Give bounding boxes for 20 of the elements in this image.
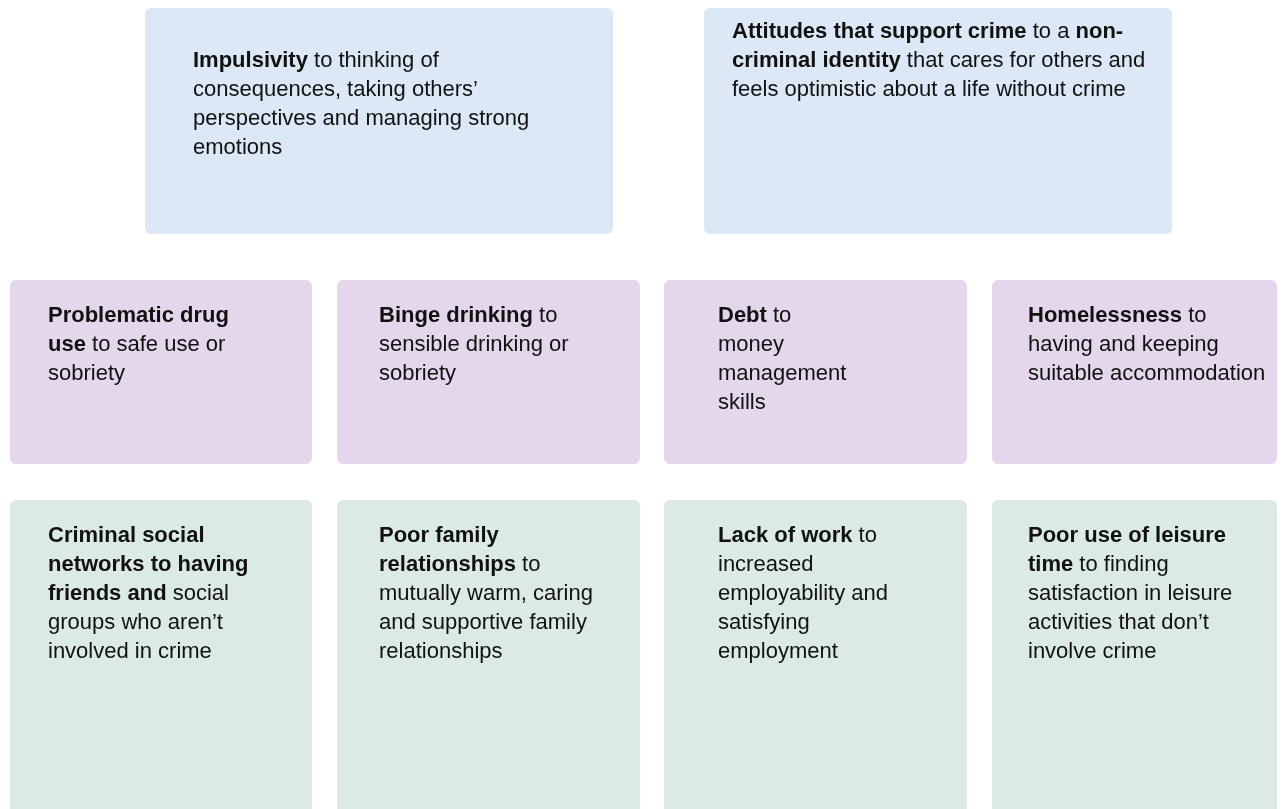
info-card	[664, 280, 967, 464]
info-card	[10, 280, 312, 464]
info-card	[10, 500, 312, 809]
card-text: Problematic drug use to safe use or sobriety	[48, 301, 230, 387]
info-card	[992, 280, 1277, 464]
card-text: Binge drinking to sensible drinking or sobriety	[379, 301, 570, 387]
info-card	[664, 500, 967, 809]
card-text: Lack of work to increased employability and satisfying employment	[718, 521, 889, 665]
card-text: Impulsivity to thinking of consequences, taking others’ perspectives and managing strong emotions	[193, 46, 531, 161]
card-text: Debt to money management skills	[718, 301, 848, 416]
card-text: Homelessness to having and keeping suitable accommodation	[1028, 301, 1267, 387]
card-text: Poor use of leisure time to finding satisfaction in leisure activities that don’t involve crime	[1028, 521, 1234, 665]
info-card	[704, 8, 1172, 234]
info-card	[992, 500, 1277, 809]
card-text: Attitudes that support crime to a non-criminal identity that cares for others and feels optimistic about a life without crime	[732, 17, 1147, 103]
card-text: Poor family relationships to mutually warm, caring and supportive family relationships	[379, 521, 594, 665]
info-card	[337, 500, 640, 809]
card-text: Criminal social networks to having friends and social groups who aren’t involved in crime	[48, 521, 250, 665]
info-card	[337, 280, 640, 464]
info-card	[145, 8, 613, 234]
